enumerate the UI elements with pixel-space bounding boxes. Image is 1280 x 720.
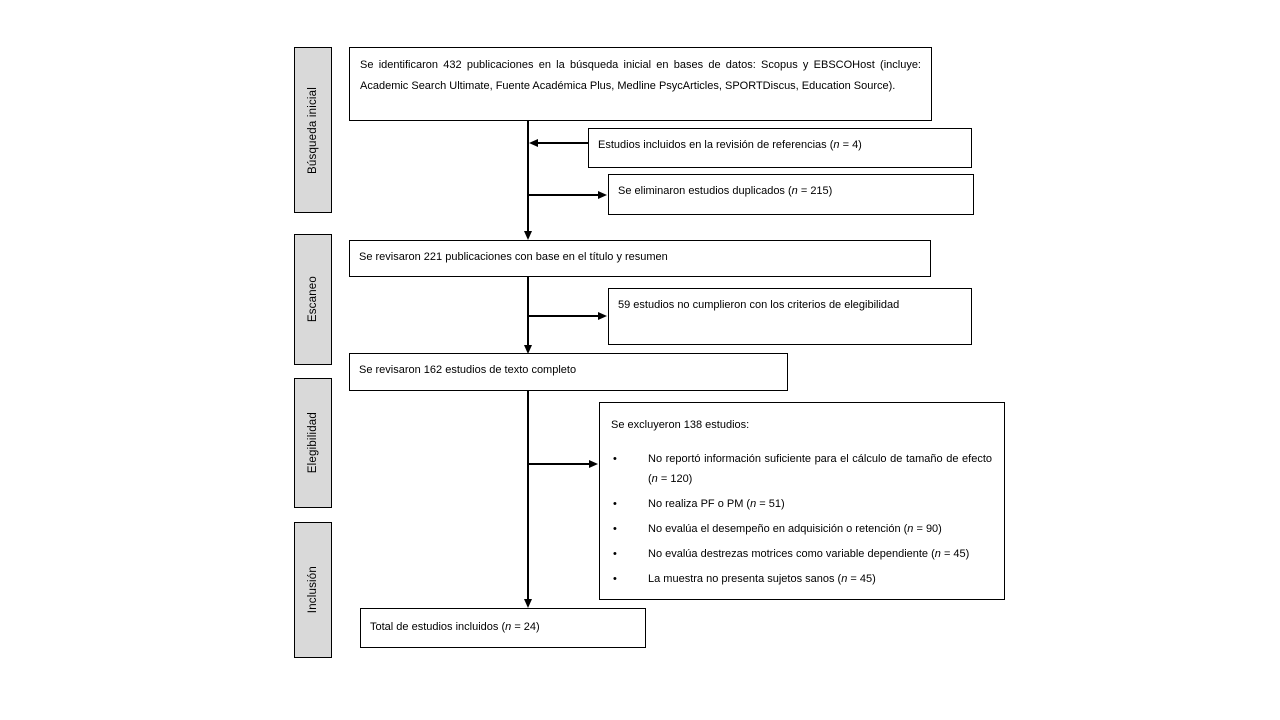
connector-line bbox=[527, 121, 529, 233]
box-total-included: Total de estudios incluidos (n = 24) bbox=[360, 608, 646, 648]
bullet-icon: • bbox=[613, 548, 617, 560]
stage-label: Inclusión bbox=[307, 566, 319, 614]
connector-line bbox=[537, 142, 588, 144]
box-references-included: Estudios incluidos en la revisión de ref… bbox=[588, 128, 972, 168]
excluded-reason: • No realiza PF o PM (n = 51) bbox=[611, 494, 992, 514]
excluded-reason: • No evalúa destrezas motrices como vari… bbox=[611, 544, 992, 564]
arrowhead-down-icon bbox=[524, 231, 532, 240]
box-fulltext-reviewed: Se revisaron 162 estudios de texto compl… bbox=[349, 353, 788, 391]
connector-line bbox=[528, 463, 591, 465]
box-title-abstract-screened: Se revisaron 221 publicaciones con base … bbox=[349, 240, 931, 277]
bullet-icon: • bbox=[613, 573, 617, 585]
connector-line bbox=[528, 315, 599, 317]
excluded-reason: • No evalúa el desempeño en adquisición … bbox=[611, 519, 992, 539]
excluded-heading: Se excluyeron 138 estudios: bbox=[611, 419, 750, 431]
stage-busqueda-inicial: Búsqueda inicial bbox=[294, 47, 332, 213]
connector-line bbox=[527, 391, 529, 601]
bullet-icon: • bbox=[613, 453, 617, 465]
stage-elegibilidad: Elegibilidad bbox=[294, 378, 332, 508]
arrowhead-right-icon bbox=[598, 312, 607, 320]
arrowhead-down-icon bbox=[524, 345, 532, 354]
excluded-reason: • La muestra no presenta sujetos sanos (… bbox=[611, 569, 992, 589]
stage-label: Búsqueda inicial bbox=[307, 86, 319, 174]
connector-line bbox=[528, 194, 599, 196]
stage-label: Elegibilidad bbox=[307, 412, 319, 474]
excluded-reason: • No reportó información suficiente para… bbox=[611, 449, 992, 489]
bullet-icon: • bbox=[613, 523, 617, 535]
bullet-icon: • bbox=[613, 498, 617, 510]
arrowhead-left-icon bbox=[529, 139, 538, 147]
stage-label: Escaneo bbox=[307, 276, 319, 323]
stage-inclusion: Inclusión bbox=[294, 522, 332, 658]
box-duplicates-removed: Se eliminaron estudios duplicados (n = 2… bbox=[608, 174, 974, 215]
arrowhead-down-icon bbox=[524, 599, 532, 608]
arrowhead-right-icon bbox=[589, 460, 598, 468]
arrowhead-right-icon bbox=[598, 191, 607, 199]
box-excluded-studies: Se excluyeron 138 estudios: • No reportó… bbox=[599, 402, 1005, 600]
box-not-eligible: 59 estudios no cumplieron con los criter… bbox=[608, 288, 972, 345]
connector-line bbox=[527, 277, 529, 347]
stage-escaneo: Escaneo bbox=[294, 234, 332, 365]
box-identified-records: Se identificaron 432 publicaciones en la… bbox=[349, 47, 932, 121]
